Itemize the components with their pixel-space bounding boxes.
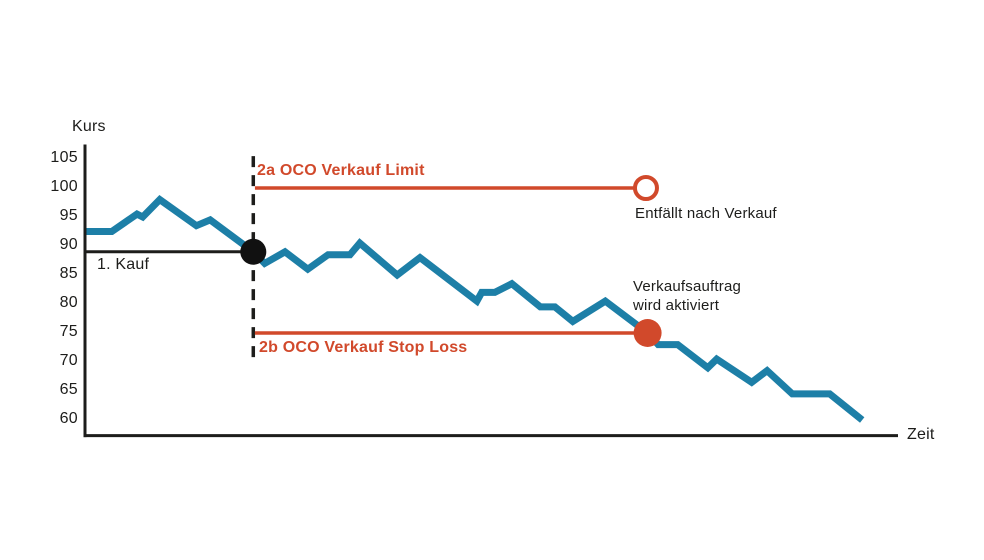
limit-open-circle xyxy=(632,175,659,201)
y-tick-label: 90 xyxy=(59,236,78,253)
y-tick-label: 75 xyxy=(59,323,78,340)
stop-loss-note: Verkaufsauftrag wird aktiviert xyxy=(633,278,742,314)
y-tick-label: 85 xyxy=(59,265,78,282)
price-line xyxy=(85,195,865,423)
y-tick-label: 80 xyxy=(59,294,78,311)
kauf-label: 1. Kauf xyxy=(97,256,150,273)
y-axis-title: Kurs xyxy=(72,118,106,135)
limit-note: Entfällt nach Verkauf xyxy=(635,205,777,222)
y-tick-label: 95 xyxy=(59,207,78,224)
y-axis-ticks: 105 100 95 90 85 80 75 70 65 60 xyxy=(40,0,78,560)
y-tick-label: 65 xyxy=(59,381,78,398)
y-tick-label: 105 xyxy=(50,149,78,166)
y-tick-label: 60 xyxy=(59,410,78,427)
y-tick-label: 100 xyxy=(50,178,78,195)
kauf-dot xyxy=(240,238,267,265)
stop-loss-label: 2b OCO Verkauf Stop Loss xyxy=(259,339,468,356)
x-axis-title: Zeit xyxy=(907,426,935,443)
stop-triggered-dot xyxy=(633,319,662,347)
limit-label: 2a OCO Verkauf Limit xyxy=(257,162,425,179)
y-tick-label: 70 xyxy=(59,352,78,369)
